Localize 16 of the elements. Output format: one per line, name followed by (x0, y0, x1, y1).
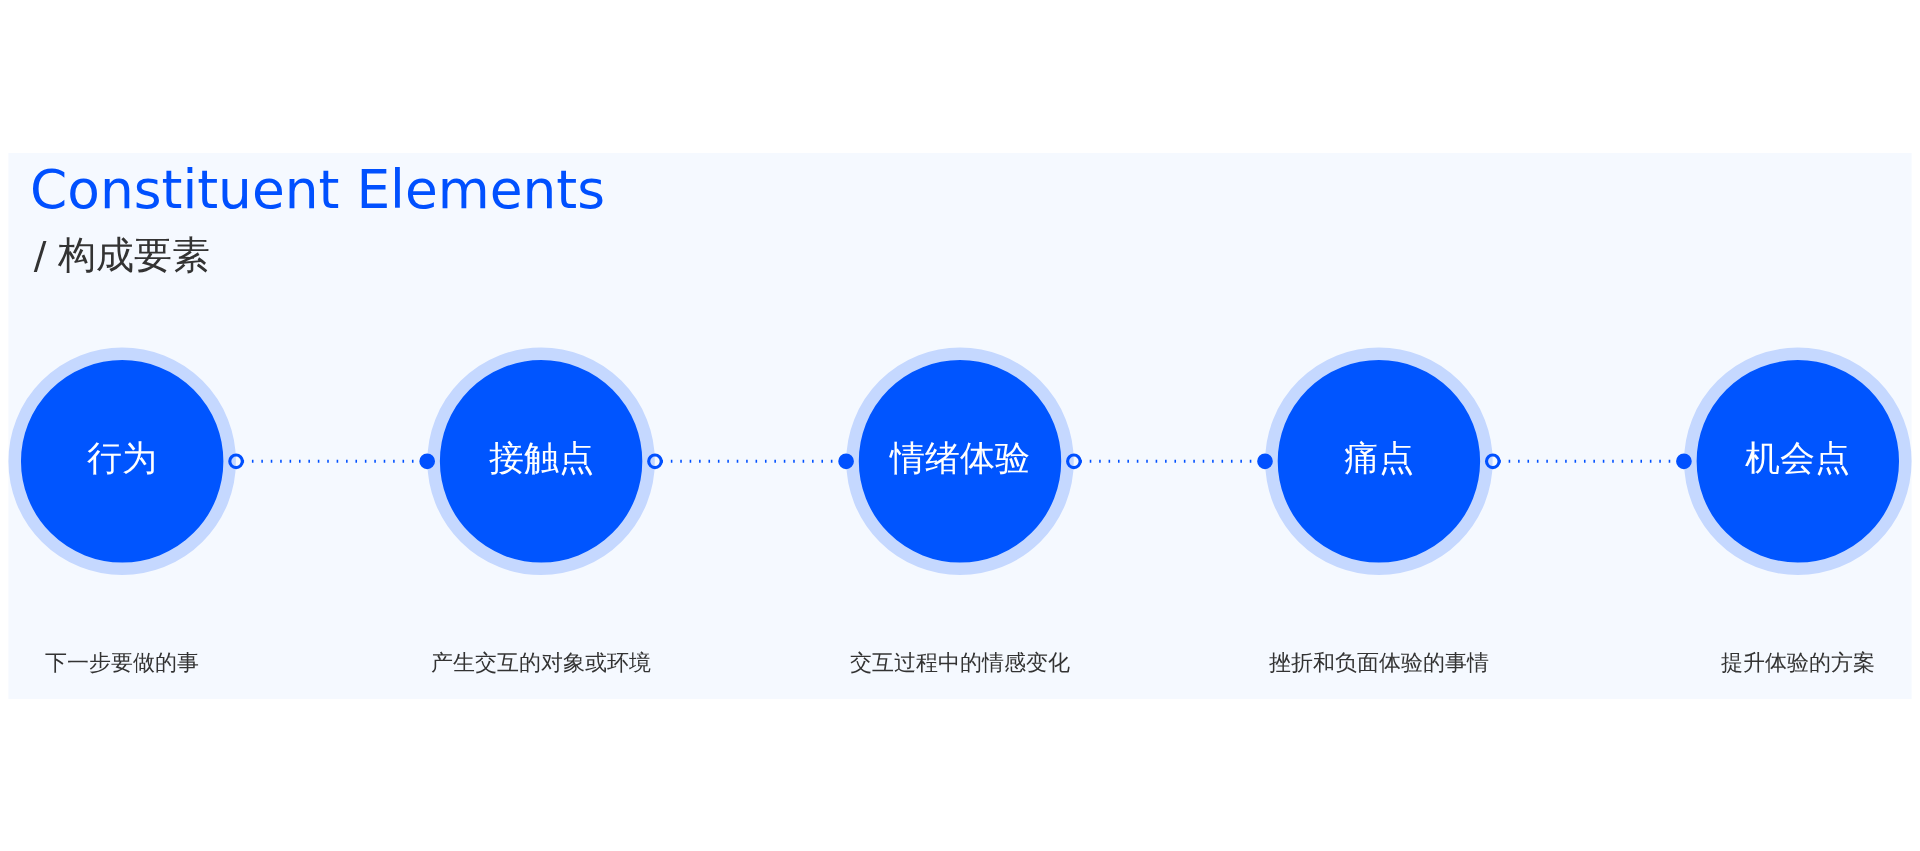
connector (647, 452, 854, 469)
connector (1066, 452, 1273, 469)
node-circle: 痛点 (1265, 347, 1493, 575)
label: / 构成要素 (33, 232, 211, 277)
diagram-title: Constituent Elements (30, 157, 605, 221)
node-circle: 机会点 (1684, 347, 1912, 575)
node-circle: 行为 (8, 347, 236, 575)
node-label: 挫折和负面体验的事情 (1268, 649, 1489, 675)
node-circle: 情绪体验 (846, 347, 1074, 575)
node-circle: 接触点 (427, 347, 655, 575)
connector (228, 452, 436, 469)
node-label: 交互过程中的情感变化 (850, 649, 1070, 675)
node-label: 产生交互的对象或环境 (431, 649, 652, 675)
node-label: 下一步要做的事 (45, 649, 200, 675)
connector (1484, 452, 1692, 469)
node-label: 提升体验的方案 (1720, 649, 1875, 675)
